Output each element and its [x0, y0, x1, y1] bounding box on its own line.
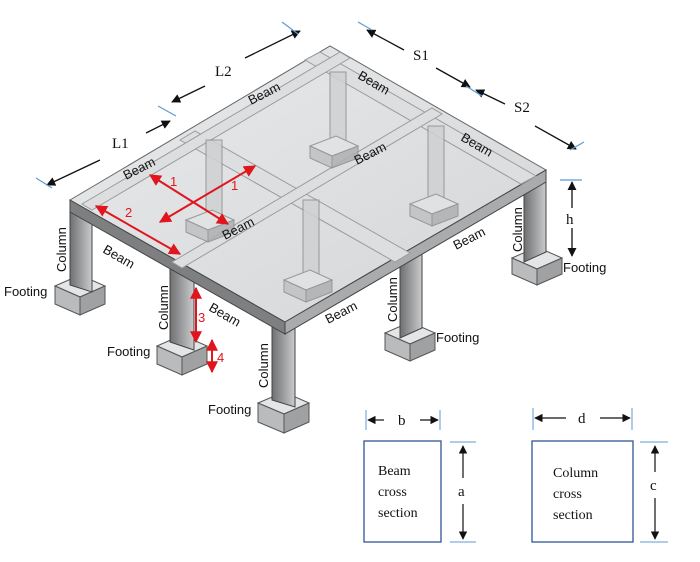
red-markers	[94, 165, 257, 374]
dim-s2-arrow-a	[475, 89, 506, 105]
footing-label-left: Footing	[4, 284, 47, 299]
column-section-line2: cross	[553, 487, 582, 502]
dim-s2-label: S2	[514, 100, 530, 116]
footing-label-front: Footing	[208, 402, 251, 417]
column-label-mid-right: Column	[385, 277, 400, 322]
marker-4: 4	[217, 350, 224, 365]
footing-label-mid-left: Footing	[107, 344, 150, 359]
beam-section-line2: cross	[378, 485, 407, 500]
dim-s1-label: S1	[413, 48, 429, 64]
column-label-front: Column	[256, 343, 271, 388]
dimension-ticks	[35, 21, 585, 189]
footing-label-mid-right: Footing	[436, 330, 479, 345]
marker-2: 2	[125, 205, 132, 220]
beam-section-line1: Beam	[378, 464, 411, 479]
dim-s1-arrow-a	[366, 29, 405, 51]
marker-1a: 1	[170, 174, 177, 189]
footing-label-back-right: Footing	[563, 260, 606, 275]
dim-c-label: c	[650, 478, 657, 494]
column-cross-section: d c Column cross section	[531, 408, 668, 543]
marker-3: 3	[198, 310, 205, 325]
column-label-back-right: Column	[510, 207, 525, 252]
dim-h-label: h	[566, 212, 574, 228]
column-section-line3: section	[553, 508, 593, 523]
dim-l1-label: L1	[112, 136, 129, 152]
dim-d-label: d	[578, 411, 586, 427]
beam-cross-section: b a Beam cross section	[363, 410, 476, 543]
dim-l2-arrow-b	[244, 30, 301, 59]
column-label-left: Column	[54, 227, 69, 272]
dim-s1-arrow-b	[435, 67, 471, 88]
dimension-lines	[46, 29, 577, 257]
dim-l2-arrow-a	[171, 85, 206, 103]
dim-l1-arrow-a	[46, 159, 101, 186]
columns	[69, 177, 547, 408]
dim-s2-arrow-b	[534, 125, 577, 150]
marker-2-line	[94, 205, 182, 255]
dim-l1-arrow-b	[145, 120, 171, 134]
beam-section-line3: section	[378, 506, 418, 521]
column-label-mid-left: Column	[156, 285, 171, 330]
column-section-line1: Column	[553, 466, 598, 481]
column-section-box	[531, 440, 634, 543]
dim-b-label: b	[398, 413, 406, 429]
marker-1b: 1	[231, 178, 238, 193]
dim-l2-label: L2	[215, 64, 232, 80]
beam-section-box	[363, 440, 442, 543]
dim-a-label: a	[458, 484, 465, 500]
interior-beams	[81, 51, 538, 269]
slab-edge-right	[284, 169, 547, 335]
